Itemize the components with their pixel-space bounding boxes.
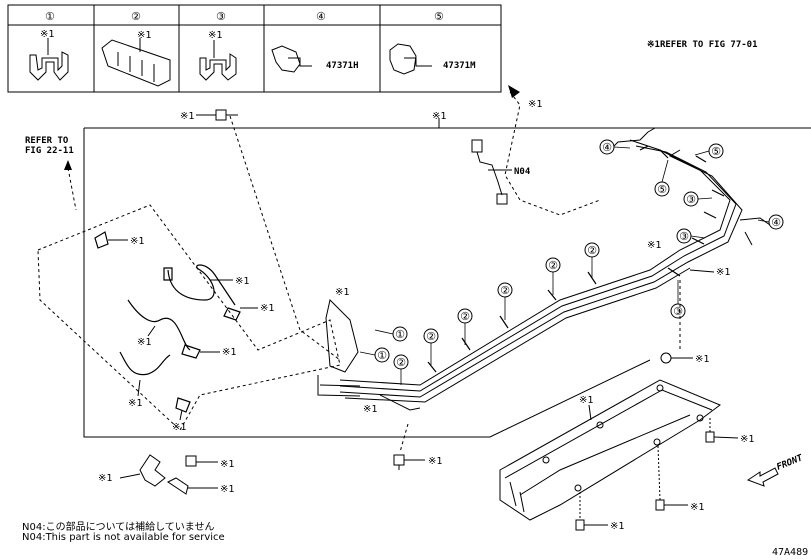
bracket-lower-left	[119, 454, 218, 495]
ref-mark-bundle-right: ※1	[647, 240, 661, 251]
ref-mark-top-arrow: ※1	[528, 99, 542, 110]
callout-1a: ①	[395, 328, 405, 341]
ref-mark-clip-a: ※1	[130, 236, 144, 247]
legend-num-1: ①	[45, 10, 55, 23]
connector-4-drawing	[271, 45, 312, 73]
callout-4b: ④	[771, 216, 781, 229]
ref-mark-cover: ※1	[579, 395, 593, 406]
ref-mark-hose-b: ※1	[137, 337, 151, 348]
ref-mark-bolt-top: ※1	[180, 111, 194, 122]
callout-2c: ②	[460, 310, 470, 323]
cover-bolts	[575, 418, 739, 531]
refer-fig-left-line2: FIG 22-11	[25, 146, 74, 156]
clip-2-drawing	[101, 38, 171, 87]
callout-2e: ②	[548, 259, 558, 272]
refer-arrow-left	[67, 167, 77, 211]
assembly-boundary	[83, 127, 811, 438]
legend-ref-3: ※1	[208, 30, 222, 41]
legend-num-2: ②	[131, 10, 141, 23]
callout-3c: ③	[686, 193, 696, 206]
code-n04: N04	[514, 167, 531, 177]
ref-mark-bolt-mid: ※1	[695, 354, 709, 365]
ref-mark-cover-bolt-c: ※1	[690, 502, 704, 513]
callout-3a: ③	[673, 305, 683, 318]
legend-part-4: 47371H	[326, 61, 359, 71]
clip-3-drawing	[199, 40, 237, 81]
legend-ref-2: ※1	[137, 30, 151, 41]
legend-num-3: ③	[216, 10, 226, 23]
ref-mark-hose-c: ※1	[128, 398, 142, 409]
front-arrow	[746, 467, 779, 487]
under-cover-plate	[499, 379, 721, 521]
ref-mark-hose-a: ※1	[235, 276, 249, 287]
tube-bundle	[317, 127, 771, 411]
callout-5b: ⑤	[657, 183, 667, 196]
ref-mark-cover-bolt-b: ※1	[610, 521, 624, 532]
hose-group-outline	[37, 91, 601, 431]
clip-1-drawing	[29, 38, 69, 81]
callout-2a: ②	[396, 356, 406, 369]
connector-n04	[471, 139, 512, 205]
ref-mark-clip-b: ※1	[260, 303, 274, 314]
note-n04-en: N04:This part is not available for servi…	[22, 532, 225, 543]
legend-ref-1: ※1	[40, 29, 54, 40]
callout-2f: ②	[587, 244, 597, 257]
callout-2d: ②	[500, 284, 510, 297]
figure-code: 47A489	[772, 547, 808, 558]
callout-4a: ④	[602, 141, 612, 154]
ref-mark-bracket-c: ※1	[220, 484, 234, 495]
ref-mark-tube-end: ※1	[363, 404, 377, 415]
callout-labels: ① ① ② ② ② ② ② ② ③ ③ ③ ④ ⑤ ⑤ ④	[377, 141, 781, 369]
ref-mark-bracket-b: ※1	[220, 459, 234, 470]
left-hoses	[94, 231, 241, 413]
refer-note-top: ※1REFER TO FIG 77-01	[647, 40, 758, 50]
callout-5a: ⑤	[711, 145, 721, 158]
connector-5-drawing	[389, 43, 432, 75]
ref-mark-clip-c: ※1	[222, 347, 236, 358]
callout-1b: ①	[377, 349, 387, 362]
legend-num-5: ⑤	[434, 10, 444, 23]
note-n04-jp: N04:この部品については補給していません	[22, 522, 215, 533]
callout-circles	[374, 139, 784, 370]
legend-num-4: ④	[316, 10, 326, 23]
refer-fig-left-line1: REFER TO	[25, 136, 69, 146]
bolt-lower-center	[393, 454, 425, 470]
ref-mark-bolt-lower: ※1	[428, 456, 442, 467]
bolt-mid-right	[660, 352, 672, 364]
ref-mark-cover-bolt-a: ※1	[740, 434, 754, 445]
bolt-top-left	[215, 109, 238, 121]
ref-mark-bracket: ※1	[335, 287, 349, 298]
callout-leaders	[359, 146, 770, 385]
legend-table	[7, 4, 502, 93]
ref-mark-top-center: ※1	[432, 111, 446, 122]
ref-mark-bracket-a: ※1	[98, 473, 112, 484]
ref-mark-clip-d: ※1	[172, 422, 186, 433]
legend-part-5: 47371M	[443, 61, 476, 71]
ref-mark-bundle-clip: ※1	[716, 267, 730, 278]
callout-2b: ②	[426, 330, 436, 343]
callout-3b: ③	[679, 230, 689, 243]
front-label: FRONT	[775, 453, 804, 473]
